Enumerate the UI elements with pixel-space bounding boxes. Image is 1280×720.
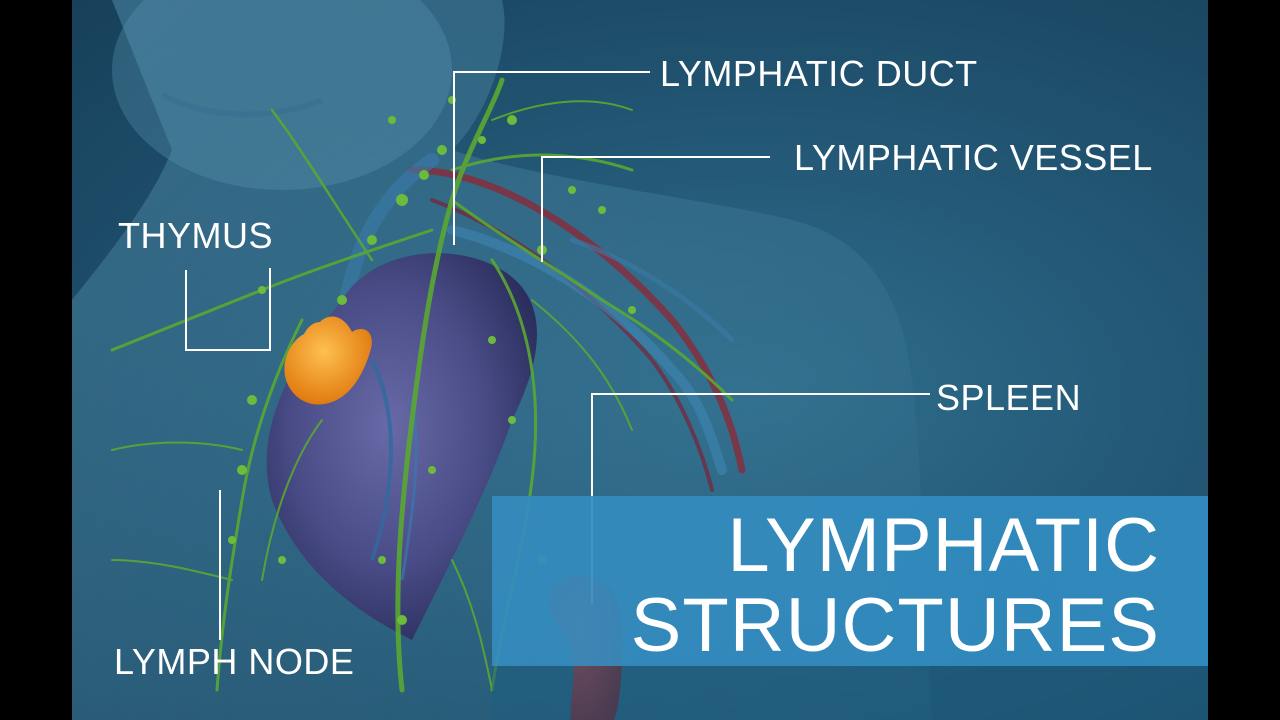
leader-line-thymus [185, 268, 271, 351]
banner-footer-strip [492, 666, 1208, 720]
label-thymus: THYMUS [118, 215, 273, 256]
leader-line-lymphatic-vessel [541, 156, 770, 262]
lymphatic-network [110, 77, 734, 693]
title-banner: LYMPHATIC STRUCTURES [492, 496, 1208, 666]
leader-line-lymphatic-duct [453, 71, 650, 245]
label-spleen: SPLEEN [936, 377, 1082, 418]
label-lymphatic-vessel: LYMPHATIC VESSEL [794, 137, 1153, 178]
title-line-2: STRUCTURES [630, 583, 1160, 668]
illustration-stage: LYMPHATIC DUCT LYMPHATIC VESSEL THYMUS S… [72, 0, 1208, 720]
thymus-shape [284, 316, 372, 405]
title-line-1: LYMPHATIC [727, 503, 1160, 588]
label-lymph-node: LYMPH NODE [114, 641, 355, 682]
label-lymphatic-duct: LYMPHATIC DUCT [660, 53, 978, 94]
